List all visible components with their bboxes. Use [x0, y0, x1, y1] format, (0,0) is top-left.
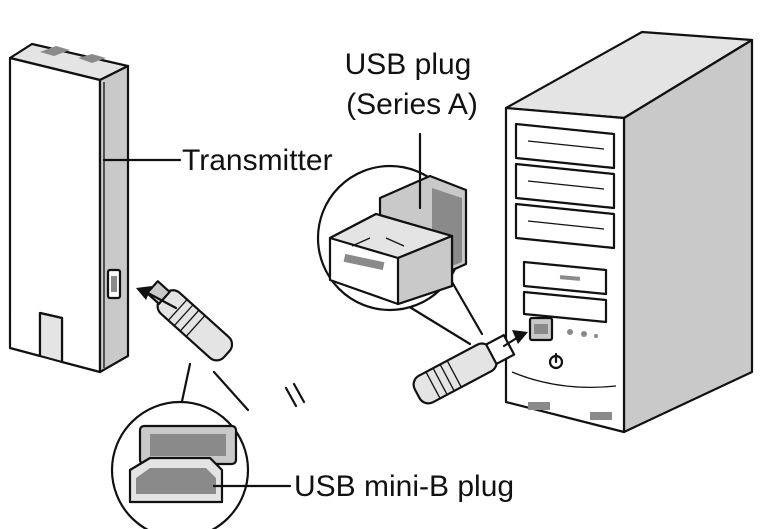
mini-b-zoom-callout: [110, 362, 250, 529]
transmitter-label: Transmitter: [182, 144, 333, 177]
usb-plug-label: USB plug: [345, 48, 472, 81]
insert-arrow-computer: [502, 330, 528, 348]
insert-arrow-transmitter: [136, 286, 178, 310]
mini-b-plug-end: [145, 280, 234, 362]
usb-mini-b-label: USB mini-B plug: [294, 470, 514, 503]
transmitter-device: [8, 42, 130, 374]
series-a-plug-end: [412, 334, 516, 405]
series-a-zoom-callout: [316, 164, 484, 346]
usb-cable: [219, 350, 430, 432]
series-a-label: (Series A): [346, 88, 478, 121]
computer-tower: [504, 30, 754, 434]
